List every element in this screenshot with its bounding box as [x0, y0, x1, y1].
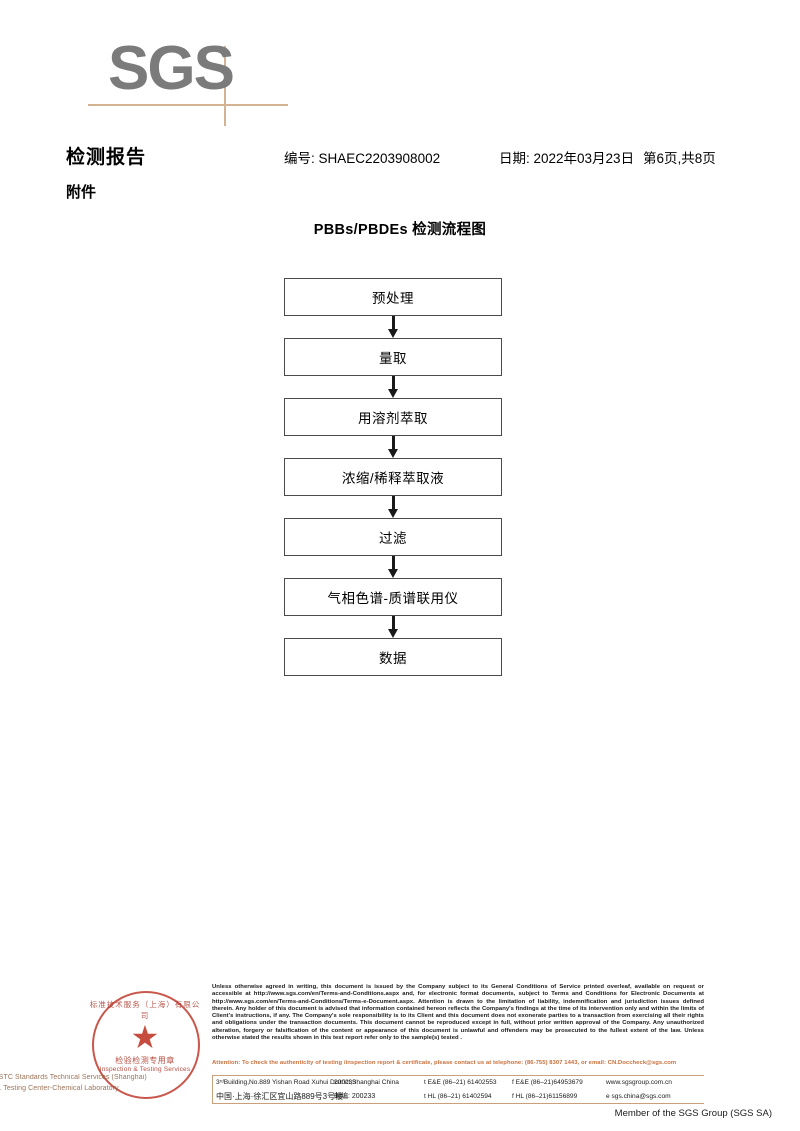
flow-node-gcms: 气相色谱-质谱联用仪 — [284, 578, 502, 616]
flow-node-solvent-extraction: 用溶剂萃取 — [284, 398, 502, 436]
flow-arrow — [284, 436, 502, 458]
arrow-shaft — [391, 376, 395, 391]
address-fax-cn: f HL (86–21)61156899 — [512, 1093, 578, 1100]
sgs-wordmark: SGS — [108, 34, 235, 103]
arrow-head-icon — [387, 569, 398, 578]
seal-arc-text: 标准技术服务（上海）有限公司 — [89, 1000, 201, 1020]
report-date: 日期: 2022年03月23日 — [499, 151, 635, 166]
attention-notice: Attention: To check the authenticity of … — [212, 1060, 677, 1066]
address-postcode-en: 200233 — [334, 1079, 357, 1086]
address-tel-en: t E&E (86–21) 61402553 — [424, 1079, 497, 1086]
address-email: e sgs.china@sgs.com — [606, 1093, 671, 1100]
flow-node-label: 浓缩/稀释萃取液 — [341, 471, 445, 486]
address-street-cn: 中国·上海·徐汇区宜山路889号3号楼 — [216, 1092, 344, 1101]
legal-disclaimer: Unless otherwise agreed in writing, this… — [212, 984, 704, 1042]
address-website: www.sgsgroup.com.cn — [606, 1079, 672, 1086]
flow-node-measure: 量取 — [284, 338, 502, 376]
flow-node-label: 气相色谱-质谱联用仪 — [327, 591, 459, 606]
page-indicator: 第6页,共8页 — [643, 151, 716, 166]
report-number: 编号: SHAEC2203908002 — [284, 151, 441, 166]
arrow-shaft — [391, 556, 395, 571]
arrow-head-icon — [387, 329, 398, 338]
sgs-group-member-line: Member of the SGS Group (SGS SA) — [614, 1108, 772, 1119]
flow-node-label: 用溶剂萃取 — [358, 411, 428, 426]
flow-node-data: 数据 — [284, 638, 502, 676]
arrow-head-icon — [387, 629, 398, 638]
logo-horizontal-rule — [88, 104, 288, 106]
star-icon: ★ — [130, 1019, 160, 1055]
page-footer: 标准技术服务（上海）有限公司 ★ 检验检测专用章 Inspection & Te… — [0, 980, 800, 1131]
flow-arrow — [284, 616, 502, 638]
flowchart-title: PBBs/PBDEs 检测流程图 — [313, 222, 487, 238]
flow-node-filtration: 过滤 — [284, 518, 502, 556]
flow-node-label: 量取 — [379, 351, 407, 366]
address-street-en: 3ʳᵈBuilding,No.889 Yishan Road Xuhui Dis… — [216, 1079, 399, 1086]
seal-ring — [92, 991, 200, 1099]
address-rule-top — [212, 1075, 704, 1076]
flow-arrow — [284, 496, 502, 518]
flowchart-diagram: 预处理 量取 用溶剂萃取 浓缩/稀释萃取液 过滤 气相色谱-质谱联用仪 数据 — [284, 278, 504, 676]
arrow-head-icon — [387, 509, 398, 518]
address-fax-en: f E&E (86–21)64953679 — [512, 1079, 583, 1086]
flow-node-pretreatment: 预处理 — [284, 278, 502, 316]
arrow-shaft — [391, 436, 395, 451]
arrow-head-icon — [387, 449, 398, 458]
attachment-label: 附件 — [66, 184, 97, 201]
arrow-shaft — [391, 616, 395, 631]
address-tel-cn: t HL (86–21) 61402594 — [424, 1093, 492, 1100]
arrow-head-icon — [387, 389, 398, 398]
flow-arrow — [284, 376, 502, 398]
arrow-shaft — [391, 496, 395, 511]
sgs-logo: SGS — [88, 34, 308, 126]
official-seal-stamp: 标准技术服务（上海）有限公司 ★ 检验检测专用章 Inspection & Te… — [86, 985, 204, 1103]
flow-arrow — [284, 316, 502, 338]
address-row-chinese: 中国·上海·徐汇区宜山路889号3号楼 邮编: 200233 t HL (86–… — [216, 1090, 704, 1104]
flow-node-label: 预处理 — [372, 291, 414, 306]
address-row-english: 3ʳᵈBuilding,No.889 Yishan Road Xuhui Dis… — [216, 1076, 704, 1090]
company-name: SGS-CSTC Standards Technical Services (S… — [0, 1074, 147, 1092]
logo-vertical-rule — [224, 46, 226, 126]
flow-node-concentrate-dilute: 浓缩/稀释萃取液 — [284, 458, 502, 496]
flow-arrow — [284, 556, 502, 578]
arrow-shaft — [391, 316, 395, 331]
flow-node-label: 过滤 — [379, 531, 407, 546]
address-rule-left — [212, 1075, 213, 1104]
flow-node-label: 数据 — [379, 651, 407, 666]
address-postcode-cn: 邮编: 200233 — [334, 1093, 376, 1100]
page-title: 检测报告 — [66, 147, 147, 168]
address-rule-bottom — [212, 1103, 704, 1104]
seal-english-text: Inspection & Testing Services — [99, 1066, 191, 1073]
seal-chinese-text: 检验检测专用章 — [115, 1056, 175, 1065]
